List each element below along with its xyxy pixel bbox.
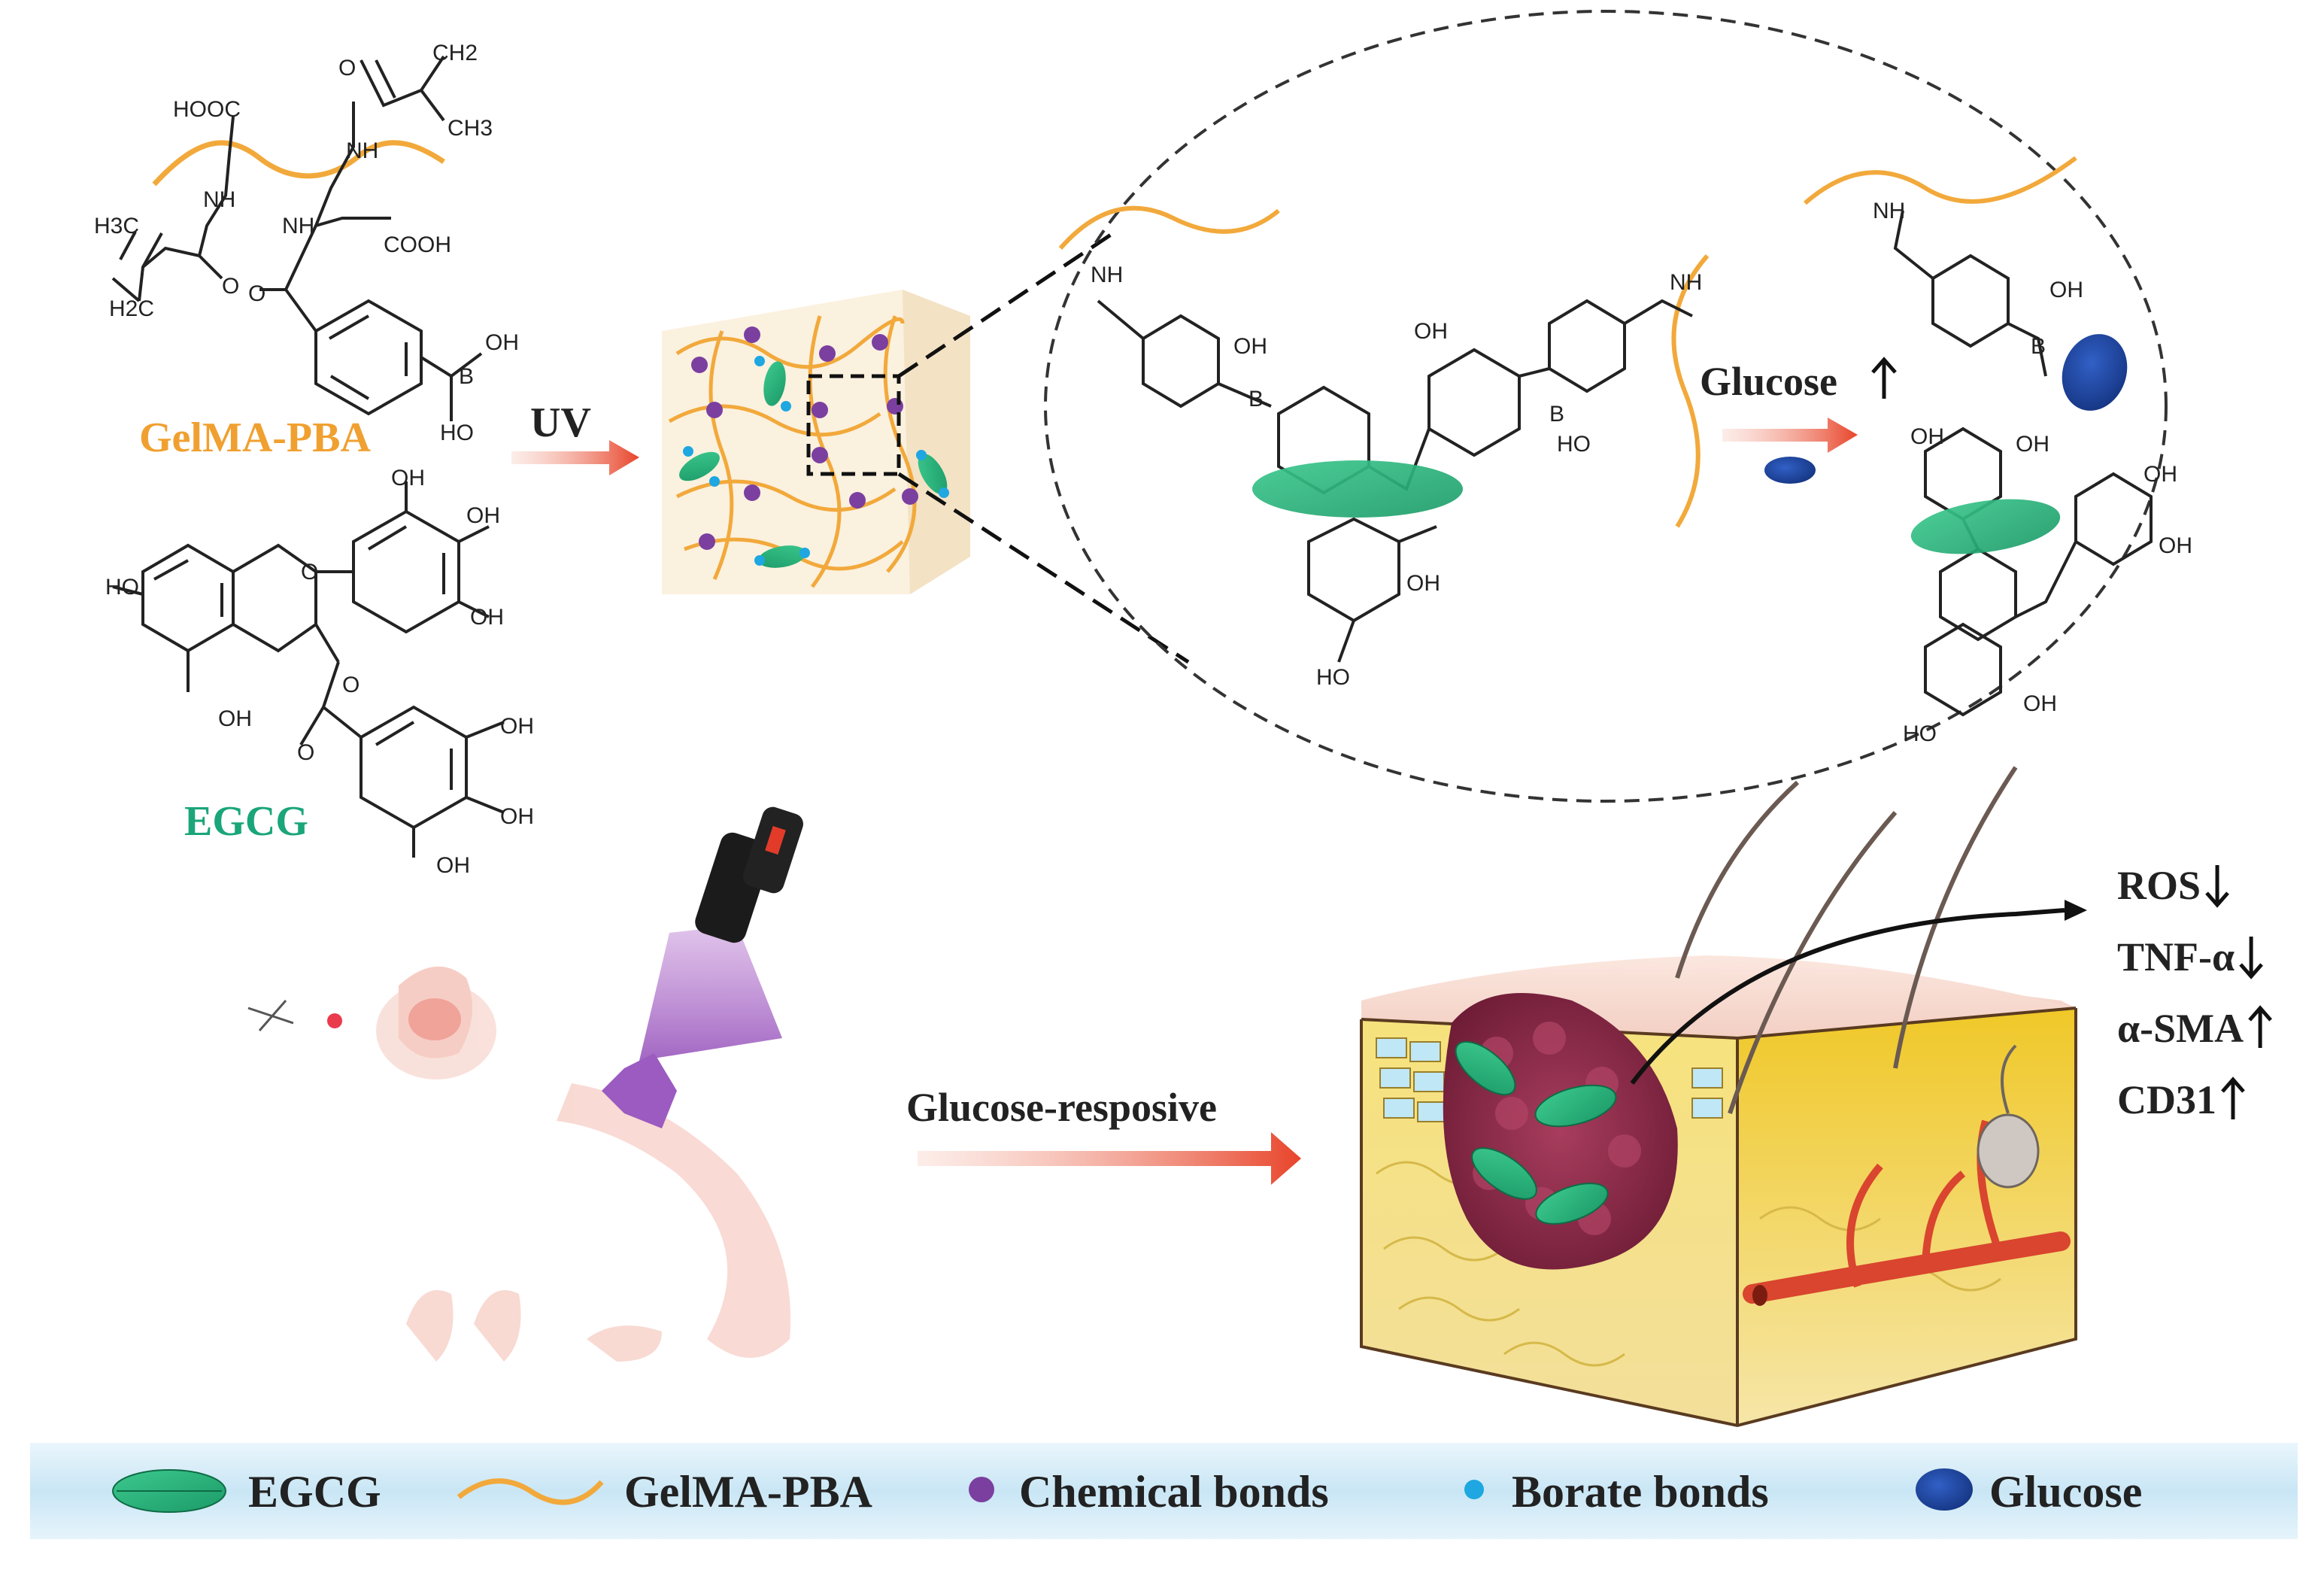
chem-label-b: B [1248,387,1264,411]
glucose-up-arrow-icon [1871,357,1897,399]
chem-label-oh: OH [436,853,470,878]
skin-wound-model [1360,766,2077,1428]
chem-label-oh: OH [485,330,519,355]
legend-item-gelma-pba: GelMA-PBA [457,1467,872,1517]
chem-label-oh: OH [470,605,504,630]
glucose-responsive-arrow [918,1132,1301,1185]
down-arrow-icon [2239,937,2264,979]
chem-label-oh: OH [2143,462,2177,487]
chem-label-o: O [342,673,360,697]
legend-item-borate-bonds: Borate bonds [1464,1467,1769,1517]
chem-label-b: B [459,364,474,389]
chem-label-oh: OH [1414,319,1448,344]
chem-label-oh: OH [218,706,252,731]
released-egcg: OH OH OH OH HO OH [1903,424,2192,746]
chem-label-oh: OH [1406,571,1440,596]
chem-label-oh: OH [500,804,534,829]
chem-label-o: O [248,281,265,306]
glucose-arrow [1722,418,1858,453]
chem-label-nh: NH [346,138,378,163]
released-pba-glucose-complex: NH OH B [1804,156,2128,411]
legend-item-chemical-bonds: Chemical bonds [969,1467,1329,1517]
egcg-structure: OH OH OH HO OH O O O OH OH OH [105,466,534,878]
chem-label-ch3: CH3 [448,116,493,141]
legend-label: Borate bonds [1512,1467,1769,1517]
uv-label: UV [530,399,591,446]
effect-label: CD31 [2117,1077,2216,1122]
chem-label-nh: NH [1873,199,1905,223]
chem-label-hooc: HOOC [173,97,241,122]
chem-label-oh: OH [1910,424,1944,449]
chem-label-cooh: COOH [384,232,451,257]
chem-label-b: B [2031,334,2046,359]
chem-label-o: O [301,560,318,585]
chem-label-oh: OH [391,466,425,490]
mouse-illustration [247,966,791,1362]
chem-label-ho: HO [440,421,474,445]
gelma-pba-structure: HOOC NH NH NH COOH O CH2 CH3 H3C H2C O O… [94,41,519,445]
effect-arrow [1630,908,2065,1085]
effect-label: α-SMA [2117,1006,2244,1051]
chem-label-o: O [297,740,314,765]
borate-bond-dot-icon [1464,1480,1484,1499]
up-arrow-icon [2248,1005,2273,1048]
glucose-ellipse-icon [1764,457,1816,484]
chem-label-ho: HO [1557,432,1591,457]
chem-label-o: O [222,274,239,299]
zoom-line-top [897,231,1115,378]
zoom-detail-ellipse [1044,10,2168,803]
gelma-pba-strand-icon [457,1478,604,1505]
borate-crosslink-structure: NH OH B B HO OH OH HO NH [1058,205,1710,690]
chem-label-nh: NH [1670,270,1702,295]
legend-label: Glucose [1989,1467,2142,1517]
legend-label: Chemical bonds [1019,1467,1329,1517]
zoom-line-bottom [897,472,1190,664]
legend-label: GelMA-PBA [624,1467,872,1517]
effect-label: TNF-α [2117,934,2234,979]
gelma-pba-title: GelMA-PBA [139,415,371,461]
chem-label-oh: OH [2159,533,2192,558]
chem-label-o: O [338,56,356,80]
effect-arrow-head [2065,900,2087,921]
effect-label: ROS [2117,863,2201,908]
chem-label-nh: NH [203,187,235,212]
egcg-title: EGCG [184,798,308,845]
chem-label-oh: OH [466,503,500,528]
uv-lamp-icon [602,806,803,1128]
chem-label-oh: OH [2016,432,2049,457]
chem-label-ch2: CH2 [432,41,478,65]
up-arrow-icon [2221,1077,2245,1119]
chem-label-ho: HO [1316,665,1350,690]
chem-label-oh: OH [1233,334,1267,359]
chem-label-nh: NH [282,214,314,238]
chem-label-oh: OH [500,714,534,739]
chem-label-ho: HO [1903,721,1937,746]
chem-label-h3c: H3C [94,214,139,238]
chem-label-oh: OH [2049,278,2083,302]
chem-label-ho: HO [105,575,139,600]
legend-item-egcg: EGCG [112,1467,381,1517]
chem-label-oh: OH [2023,691,2057,716]
glucose-ellipse-icon [1916,1468,1973,1511]
glucose-responsive-label: Glucose-resposive [906,1085,1217,1130]
glucose-increase-label: Glucose [1700,359,1837,404]
chem-label-b: B [1549,402,1564,427]
biomarker-effects-list: ROS TNF-α α-SMA CD31 [2117,863,2273,1122]
hydrogel-network-cube [662,290,970,594]
down-arrow-icon [2205,865,2229,908]
chem-label-h2c: H2C [109,296,154,321]
legend-label: EGCG [248,1467,381,1517]
chemical-bond-dot-icon [969,1477,994,1502]
chem-label-nh: NH [1091,263,1123,287]
uv-arrow [511,440,639,475]
legend-item-glucose: Glucose [1916,1467,2142,1517]
